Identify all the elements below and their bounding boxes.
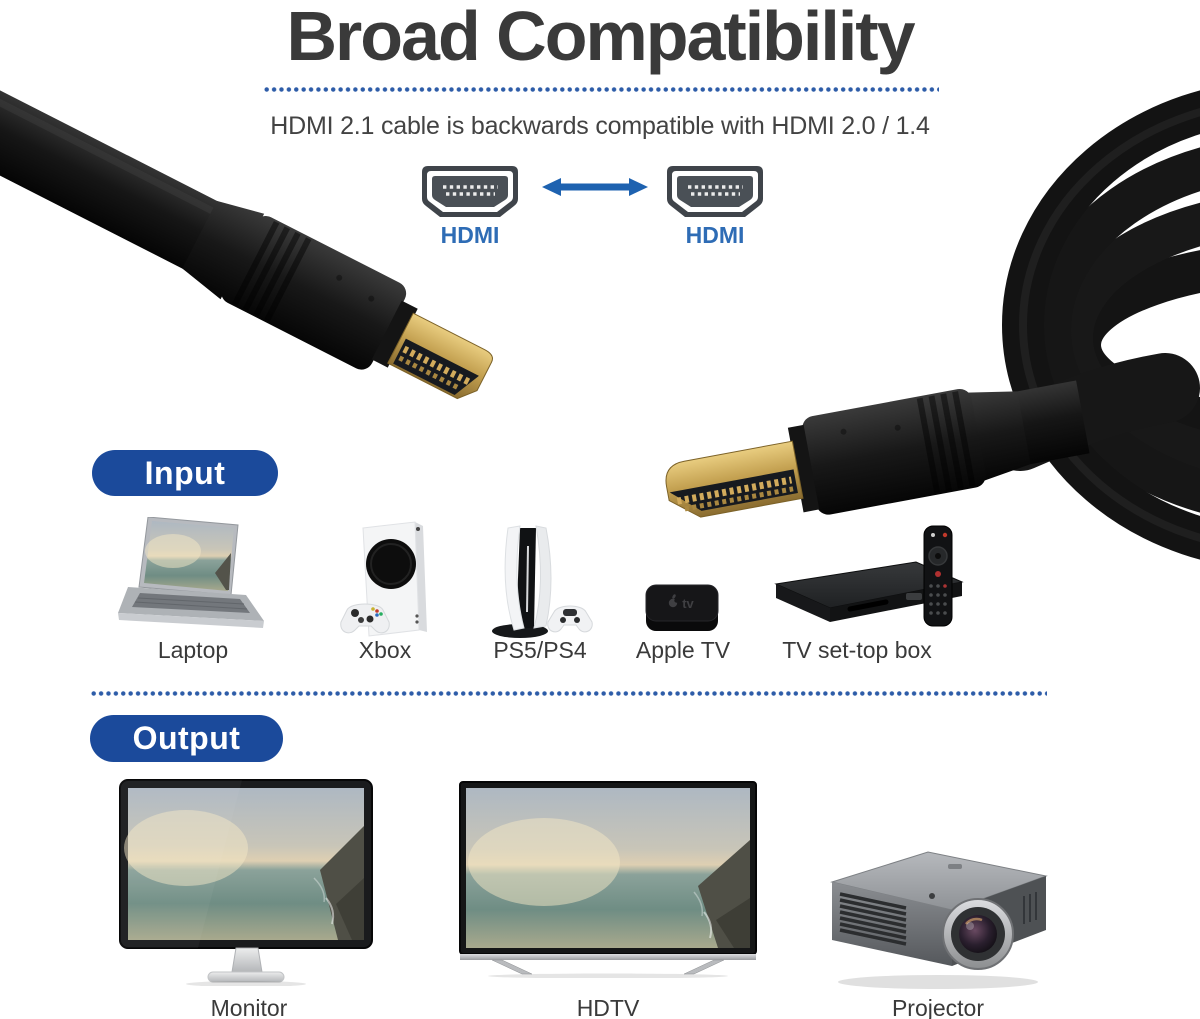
device-label-monitor: Monitor [210, 995, 288, 1019]
divider-middle [90, 691, 1047, 696]
divider-top [263, 87, 939, 92]
device-label-tv-set-top-box: TV set-top box [782, 637, 932, 663]
projector-icon [830, 851, 1048, 989]
remote-control [923, 525, 953, 627]
hdmi-port-label-left: HDMI [440, 222, 500, 248]
ps5-icon [492, 525, 593, 638]
page-title: Broad Compatibility [286, 0, 915, 75]
cable-coil [1002, 90, 1200, 560]
hdmi-connector-right [665, 380, 1090, 518]
hdmi-port-icon-left [422, 166, 518, 217]
xbox-icon [340, 521, 427, 637]
hdmi-port-icon-right [667, 166, 763, 217]
xbox-controller [340, 603, 390, 634]
device-label-ps5-ps4: PS5/PS4 [493, 637, 587, 663]
ps5-controller [547, 605, 593, 633]
subtitle: HDMI 2.1 cable is backwards compatible w… [270, 112, 930, 140]
double-arrow-icon [542, 178, 648, 196]
device-label-laptop: Laptop [157, 637, 229, 663]
device-label-projector: Projector [891, 995, 985, 1019]
output-badge: Output [90, 715, 283, 762]
svg-text:tv: tv [682, 596, 694, 611]
monitor-icon [119, 779, 373, 986]
device-label-hdtv: HDTV [576, 995, 640, 1019]
device-label-xbox: Xbox [358, 637, 412, 663]
laptop-icon [118, 517, 264, 628]
device-label-apple-tv: Apple TV [635, 637, 731, 663]
hdtv-icon [459, 781, 757, 978]
apple-tv-logo: tv [668, 594, 695, 611]
tv-set-top-box-icon [774, 525, 964, 627]
apple-tv-icon: tv [645, 584, 719, 631]
hdmi-port-label-right: HDMI [685, 222, 745, 248]
input-badge: Input [92, 450, 278, 496]
hdmi-connector-left [0, 49, 493, 400]
